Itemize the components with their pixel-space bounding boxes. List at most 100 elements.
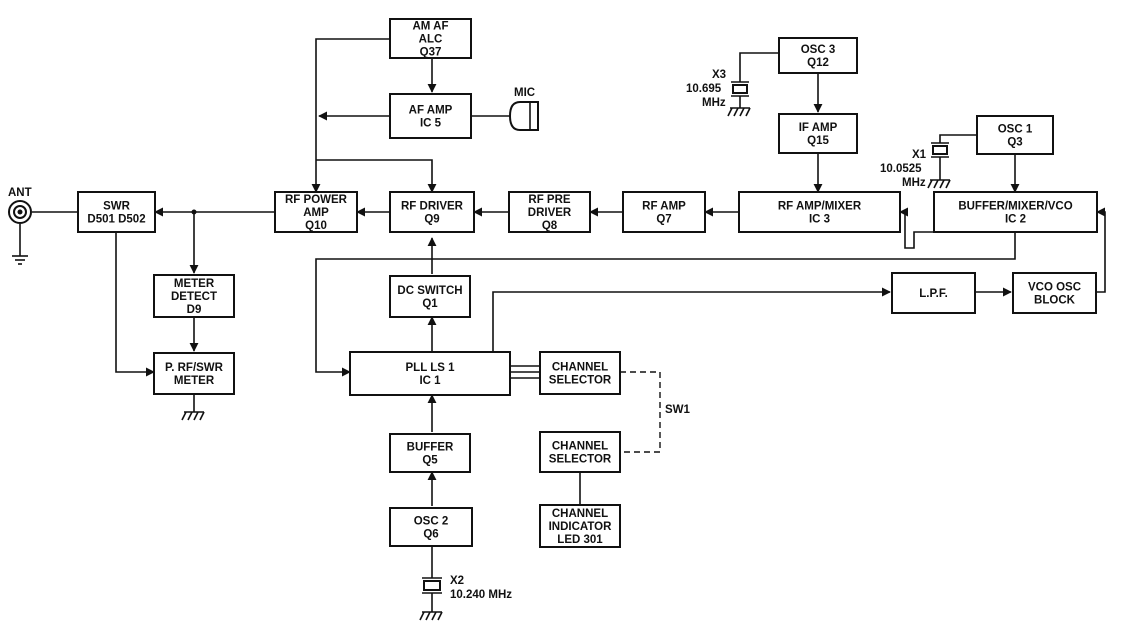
block-label: BLOCK [1034,295,1076,307]
block-label: RF AMP [642,201,686,213]
block-label: ALC [419,34,443,46]
block-label: L.P.F. [919,288,948,300]
sw1-label: SW1 [665,404,691,416]
block-label: D9 [187,304,202,316]
mic-label: MIC [514,87,535,99]
block-label: AF AMP [409,105,453,117]
connections [19,38,1106,578]
svg-text:10.0525: 10.0525 [880,163,922,175]
block-label: SELECTOR [549,375,612,387]
block-label: Q5 [422,455,438,467]
svg-text:MHz: MHz [902,177,926,189]
block-label: CHANNEL [552,362,608,374]
block-label: RF POWER [285,194,348,206]
ground-icon [181,411,205,421]
x3-label: X3 10.695 MHz [686,69,726,109]
svg-text:10.240 MHz: 10.240 MHz [450,589,512,601]
ground-icon [419,611,443,621]
block-label: INDICATOR [549,521,613,533]
block-label: Q10 [305,220,327,232]
block-label: SELECTOR [549,454,612,466]
block-label: Q1 [422,298,438,310]
block-label: Q9 [424,214,439,226]
block-label: DC SWITCH [397,285,462,297]
block-lpf: L.P.F. [891,272,976,314]
ant-label: ANT [8,187,32,199]
svg-text:X2: X2 [450,575,464,587]
crystal-x3-icon [731,78,749,108]
block-label: Q3 [1007,137,1022,149]
block-label: DRIVER [528,207,572,219]
svg-text:MHz: MHz [702,97,726,109]
block-label: Q6 [423,529,438,541]
block-label: Q7 [656,214,671,226]
block-label: SWR [103,201,131,213]
block-label: OSC 2 [414,516,449,528]
block-label: AMP [303,207,329,219]
microphone-icon [508,101,539,131]
block-label: Q15 [807,135,829,147]
ground-icon [927,179,951,189]
block-pll: PLL LS 1IC 1 [349,351,511,396]
block-label: RF PRE [528,194,571,206]
block-label: D501 D502 [87,214,145,226]
block-label: BUFFER [407,442,454,454]
ground-symbols [12,107,951,621]
svg-text:10.695: 10.695 [686,83,722,95]
block-label: IC 2 [1005,214,1026,226]
block-label: IC 3 [809,214,830,226]
block-label: Q12 [807,57,829,69]
block-label: CHANNEL [552,441,608,453]
antenna-connector-icon [8,200,32,224]
svg-text:X1: X1 [912,149,927,161]
block-osc1: OSC 1Q3 [976,115,1054,155]
block-label: RF DRIVER [401,201,464,213]
block-label: LED 301 [557,534,603,546]
block-label: IC 5 [420,118,442,130]
block-label: PLL LS 1 [406,362,456,374]
ground-icon [727,107,751,117]
ground-icon [12,255,28,265]
block-label: P. RF/SWR [165,362,224,374]
block-label: IC 1 [419,375,441,387]
block-label: DETECT [171,291,217,303]
block-label: Q37 [420,47,442,59]
block-label: OSC 1 [998,124,1033,136]
block-label: Q8 [542,220,558,232]
block-label: BUFFER/MIXER/VCO [958,201,1072,213]
block-label: CHANNEL [552,508,608,520]
block-osc2: OSC 2Q6 [389,507,473,547]
block-label: METER [174,375,215,387]
block-label: VCO OSC [1028,282,1081,294]
x2-label: X2 10.240 MHz [450,575,512,601]
x1-label: X1 10.0525 MHz [880,149,927,189]
crystal-x1-icon [931,142,949,180]
svg-text:X3: X3 [712,69,726,81]
block-label: RF AMP/MIXER [778,201,862,213]
block-label: METER [174,278,215,290]
block-label: IF AMP [799,122,838,134]
block-label: AM AF [413,21,449,33]
block-label: OSC 3 [801,44,836,56]
